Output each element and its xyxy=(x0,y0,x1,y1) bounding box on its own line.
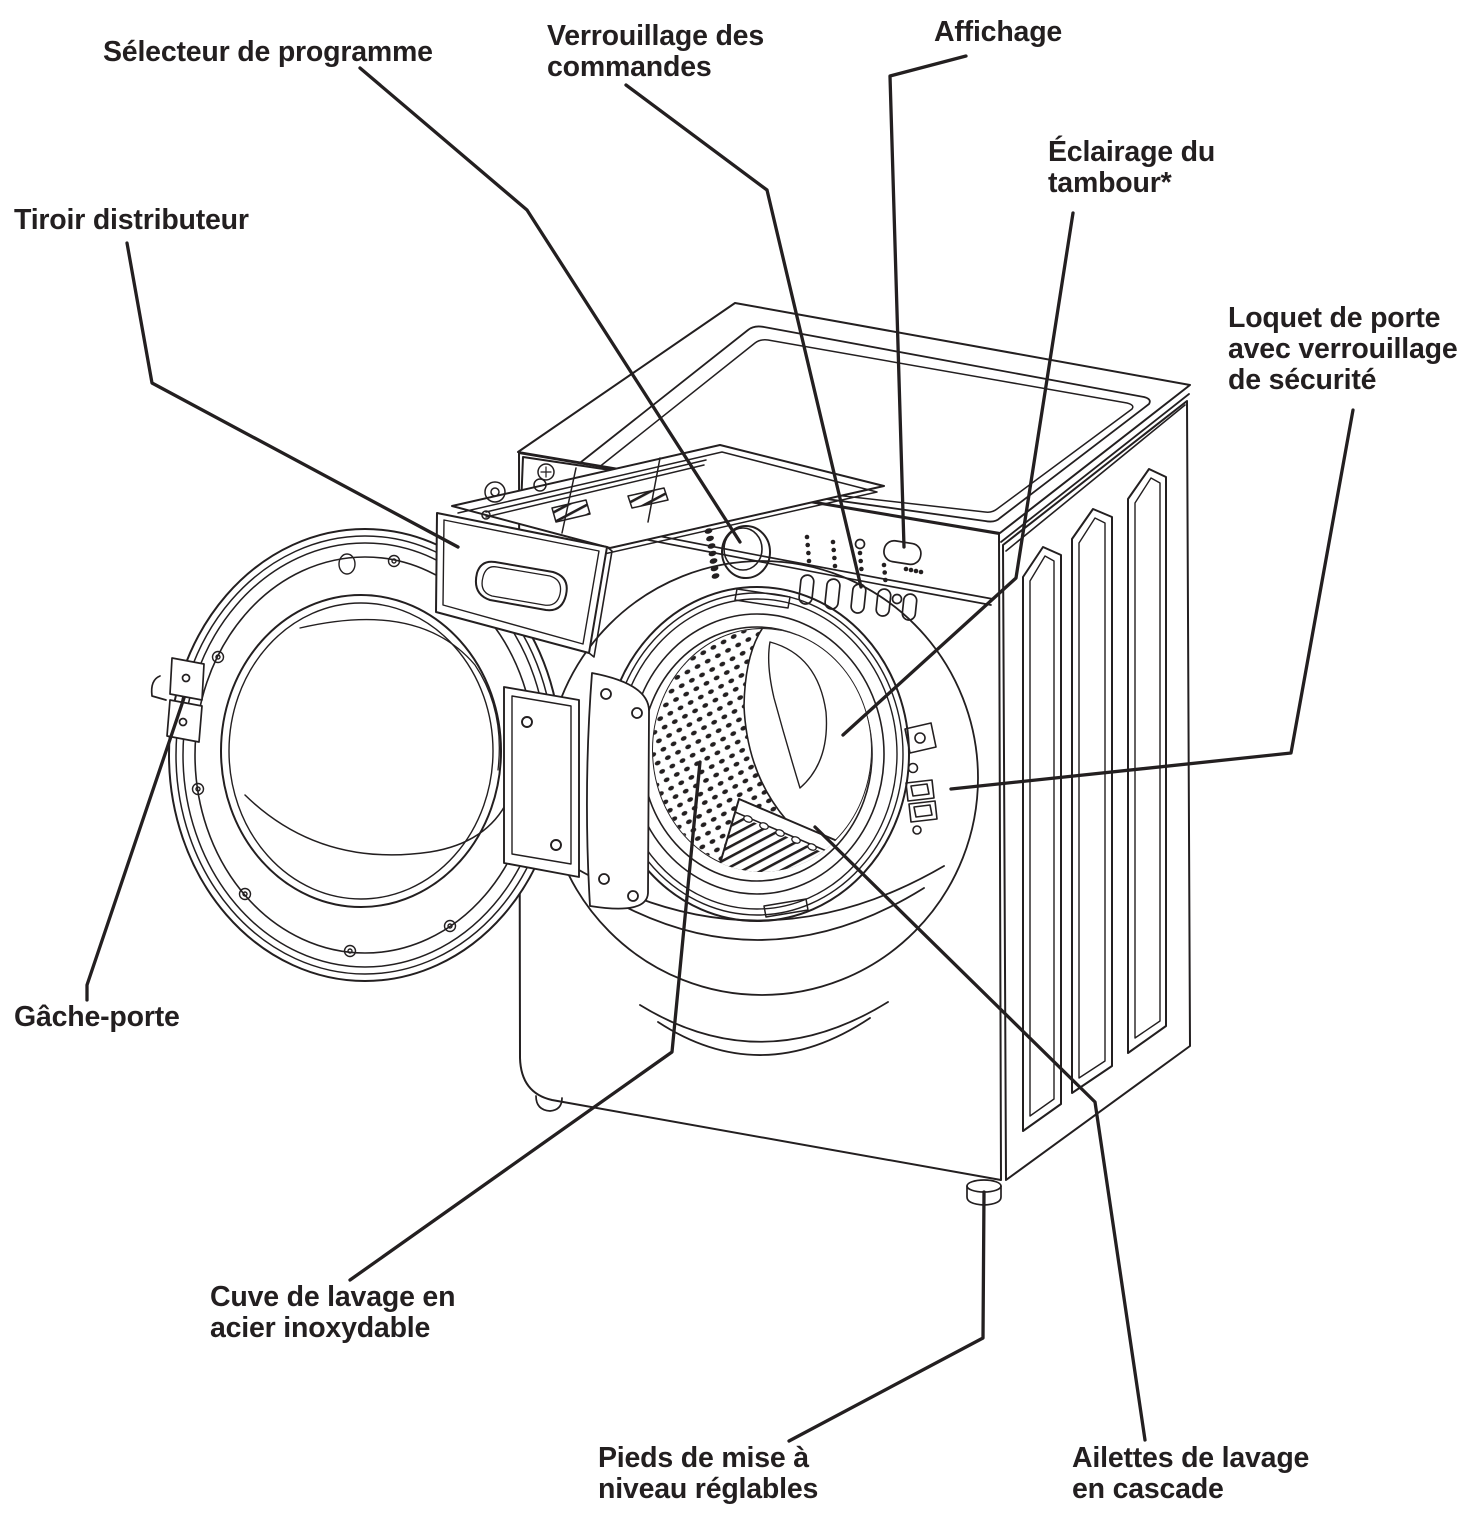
leader-drum-light xyxy=(843,213,1073,735)
leader-control-lock xyxy=(626,85,861,587)
label-text: Pieds de mise à xyxy=(598,1442,809,1474)
side-groove-1 xyxy=(1023,547,1061,1131)
control-panel-seam xyxy=(618,528,993,605)
label-text: Affichage xyxy=(934,16,1063,48)
door-hinge-block xyxy=(504,687,579,877)
leader-leveling-feet xyxy=(789,1192,984,1441)
left-foot xyxy=(536,1096,562,1111)
label-dispenser-drawer: Tiroir distributeur xyxy=(14,205,249,236)
label-text: avec verrouillage xyxy=(1228,333,1458,365)
label-door-latch-lock: Loquet de porte avec verrouillage de séc… xyxy=(1228,303,1458,396)
label-text: acier inoxydable xyxy=(210,1312,431,1344)
label-program-selector: Sélecteur de programme xyxy=(103,37,433,68)
washer-door xyxy=(152,529,579,981)
label-text: niveau réglables xyxy=(598,1473,819,1505)
drawer-front xyxy=(436,513,612,657)
door-strike-latch xyxy=(152,658,204,742)
label-text: commandes xyxy=(547,51,712,83)
label-text: Loquet de porte xyxy=(1228,302,1441,334)
label-cascade-vanes: Ailettes de lavage en cascade xyxy=(1072,1443,1309,1505)
label-text: tambour* xyxy=(1048,167,1172,199)
door-lock-hardware xyxy=(905,723,937,834)
leader-stainless-tub xyxy=(350,762,700,1280)
label-text: Verrouillage des xyxy=(547,20,764,52)
control-panel xyxy=(700,513,924,620)
label-text: Ailettes de lavage xyxy=(1072,1442,1310,1474)
door-hinge-plate xyxy=(587,673,649,909)
door-glass xyxy=(221,595,508,907)
label-door-strike: Gâche-porte xyxy=(14,1002,180,1033)
side-groove-2 xyxy=(1072,509,1112,1093)
drum-back-highlight xyxy=(769,642,827,788)
side-groove-3 xyxy=(1128,469,1166,1053)
label-text: de sécurité xyxy=(1228,364,1377,396)
label-stainless-tub: Cuve de lavage en acier inoxydable xyxy=(210,1282,455,1344)
label-leveling-feet: Pieds de mise à niveau réglables xyxy=(598,1443,818,1505)
label-text: Gâche-porte xyxy=(14,1001,180,1033)
button-dot-indicators xyxy=(804,534,924,583)
leader-lines xyxy=(87,56,1353,1441)
drawer-tray xyxy=(452,445,884,548)
label-text: Éclairage du xyxy=(1048,136,1216,168)
dispenser-drawer-assembly xyxy=(436,445,884,657)
drawer-compartments xyxy=(482,458,706,533)
side-panel xyxy=(1003,401,1190,1180)
door-opening xyxy=(605,587,909,921)
leader-door-latch-lock xyxy=(951,410,1353,789)
leader-door-strike xyxy=(87,698,184,1000)
label-control-lock: Verrouillage des commandes xyxy=(547,21,764,83)
leader-display xyxy=(890,56,966,547)
drawer-handle xyxy=(476,562,567,610)
label-text: Tiroir distributeur xyxy=(14,204,249,236)
program-knob xyxy=(722,526,770,578)
leader-cascade-vanes xyxy=(815,827,1145,1440)
leader-program-selector xyxy=(360,68,740,542)
label-display: Affichage xyxy=(934,17,1062,48)
leader-dispenser-drawer xyxy=(127,243,458,547)
label-text: Cuve de lavage en xyxy=(210,1281,456,1313)
door-strike-receiver xyxy=(735,589,790,608)
label-drum-light: Éclairage du tambour* xyxy=(1048,137,1215,199)
label-text: Sélecteur de programme xyxy=(103,36,433,68)
label-text: en cascade xyxy=(1072,1473,1224,1505)
